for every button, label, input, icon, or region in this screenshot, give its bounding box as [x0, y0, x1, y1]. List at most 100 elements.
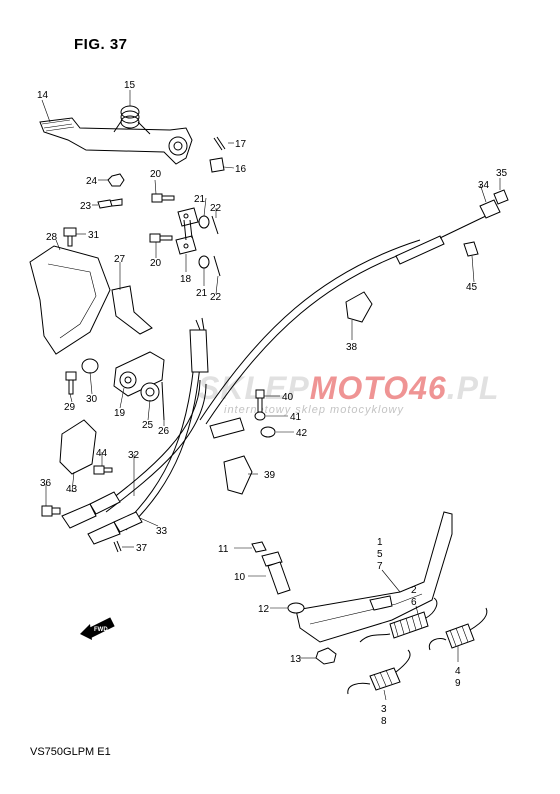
callout-26: 26 [158, 426, 170, 437]
linkage-rod-18-drawing [175, 207, 199, 255]
callout-14: 14 [37, 90, 49, 101]
washer-42-drawing [260, 426, 276, 438]
main-cable-edge [205, 245, 425, 425]
callout-5: 5 [377, 549, 383, 560]
bolt-20-lower-drawing [149, 233, 173, 243]
mount-bracket-drawing [209, 417, 245, 439]
callout-39: 39 [264, 470, 276, 481]
bolt-31-drawing [63, 227, 77, 247]
cable-end-33-tip [87, 521, 121, 545]
bracket-27-drawing [111, 285, 153, 335]
cable-boot-drawing [395, 235, 445, 265]
callout-28: 28 [46, 232, 58, 243]
washer-21-lower-drawing [198, 255, 210, 269]
callout-40: 40 [282, 392, 294, 403]
callout-32: 32 [128, 450, 140, 461]
washer-12-drawing [287, 602, 305, 614]
callout-41: 41 [290, 412, 302, 423]
callout-9: 9 [455, 678, 461, 689]
adjuster-34-drawing [479, 199, 501, 219]
callout-29: 29 [64, 402, 76, 413]
callout-1: 1 [377, 537, 383, 548]
callout-37: 37 [136, 543, 148, 554]
callout-21-lower: 21 [196, 288, 208, 299]
cotter-pin-37-drawing [113, 540, 122, 553]
callout-34: 34 [478, 180, 490, 191]
watermark-brand-mid: MOTO [309, 370, 410, 406]
pivot-block-19-drawing [113, 351, 165, 397]
washer-25-drawing [140, 382, 160, 402]
heel-guard-inner-line [47, 263, 97, 339]
cable-fitting-drawing [189, 329, 209, 373]
callout-10: 10 [234, 572, 246, 583]
watermark-brand-left: SKLEP [198, 370, 310, 406]
callout-4: 4 [455, 666, 461, 677]
cover-43-drawing [59, 419, 97, 475]
callout-30: 30 [86, 394, 98, 405]
callout-19: 19 [114, 408, 126, 419]
callout-38: 38 [346, 342, 358, 353]
leader-lines [41, 90, 501, 701]
cable-33-edge [125, 341, 203, 531]
cable-32-edge [105, 383, 207, 513]
callout-27: 27 [114, 254, 126, 265]
cable-end-32-drawing [89, 491, 121, 515]
cable-clamp-38-drawing [345, 291, 373, 323]
spring-3-8-drawing [347, 649, 411, 695]
forward-arrow-icon: FWD [80, 617, 115, 640]
cotter-pin-17-drawing [213, 136, 226, 151]
bolt-40-drawing [255, 389, 265, 413]
callout-labels: 14 15 17 16 24 23 20 21 22 20 18 21 22 3… [37, 80, 508, 727]
callout-18: 18 [180, 274, 192, 285]
callout-22-lower: 22 [210, 292, 222, 303]
spring-4-9-drawing [428, 607, 488, 651]
watermark-brand-tld: .PL [446, 370, 500, 406]
watermark-logo: SKLEPMOTO46.PL [198, 370, 499, 407]
callout-13: 13 [290, 654, 302, 665]
callout-17: 17 [235, 139, 247, 150]
callout-12: 12 [258, 604, 270, 615]
diagram-code: VS750GLPM E1 [30, 746, 111, 758]
screw-44-drawing [93, 465, 113, 475]
callout-20-upper: 20 [150, 169, 162, 180]
side-stand-drawing [295, 511, 453, 643]
callout-43: 43 [66, 484, 78, 495]
callout-2: 2 [411, 585, 417, 596]
pin-22-upper-drawing [211, 215, 219, 235]
pin-22-lower-drawing [213, 255, 221, 277]
callout-24: 24 [86, 176, 98, 187]
callout-33: 33 [156, 526, 168, 537]
callout-3: 3 [381, 704, 387, 715]
callout-15: 15 [124, 80, 136, 91]
spring-hook-plate [369, 595, 393, 611]
callout-21-upper: 21 [194, 194, 206, 205]
figure-title: FIG. 37 [74, 36, 128, 53]
cable-clamp-39-drawing [223, 455, 253, 495]
cable-clevis-drawing [61, 503, 97, 529]
callout-45: 45 [466, 282, 478, 293]
nut-35-drawing [493, 189, 509, 205]
cable-32-drawing [99, 379, 201, 509]
watermark-tagline: internetowy sklep motocyklowy [224, 404, 405, 416]
callout-35: 35 [496, 168, 508, 179]
callout-6: 6 [411, 597, 417, 608]
bolt-29-drawing [65, 371, 77, 395]
callout-31: 31 [88, 230, 100, 241]
main-cable-drawing [199, 239, 421, 421]
callout-8: 8 [381, 716, 387, 727]
callout-20-lower: 20 [150, 258, 162, 269]
cable-fitting-end [195, 317, 205, 331]
nut-24-drawing [107, 173, 125, 187]
bolt-23-drawing [97, 198, 123, 209]
callout-7: 7 [377, 561, 383, 572]
cap-16-drawing [209, 157, 225, 173]
side-stand-edge [309, 593, 423, 625]
callout-16: 16 [235, 164, 247, 175]
nut-13-drawing [315, 647, 337, 665]
callout-23: 23 [80, 201, 92, 212]
brake-pedal-drawing [39, 117, 193, 165]
washer-25-hole [145, 387, 155, 397]
pin-36-drawing [41, 505, 61, 517]
